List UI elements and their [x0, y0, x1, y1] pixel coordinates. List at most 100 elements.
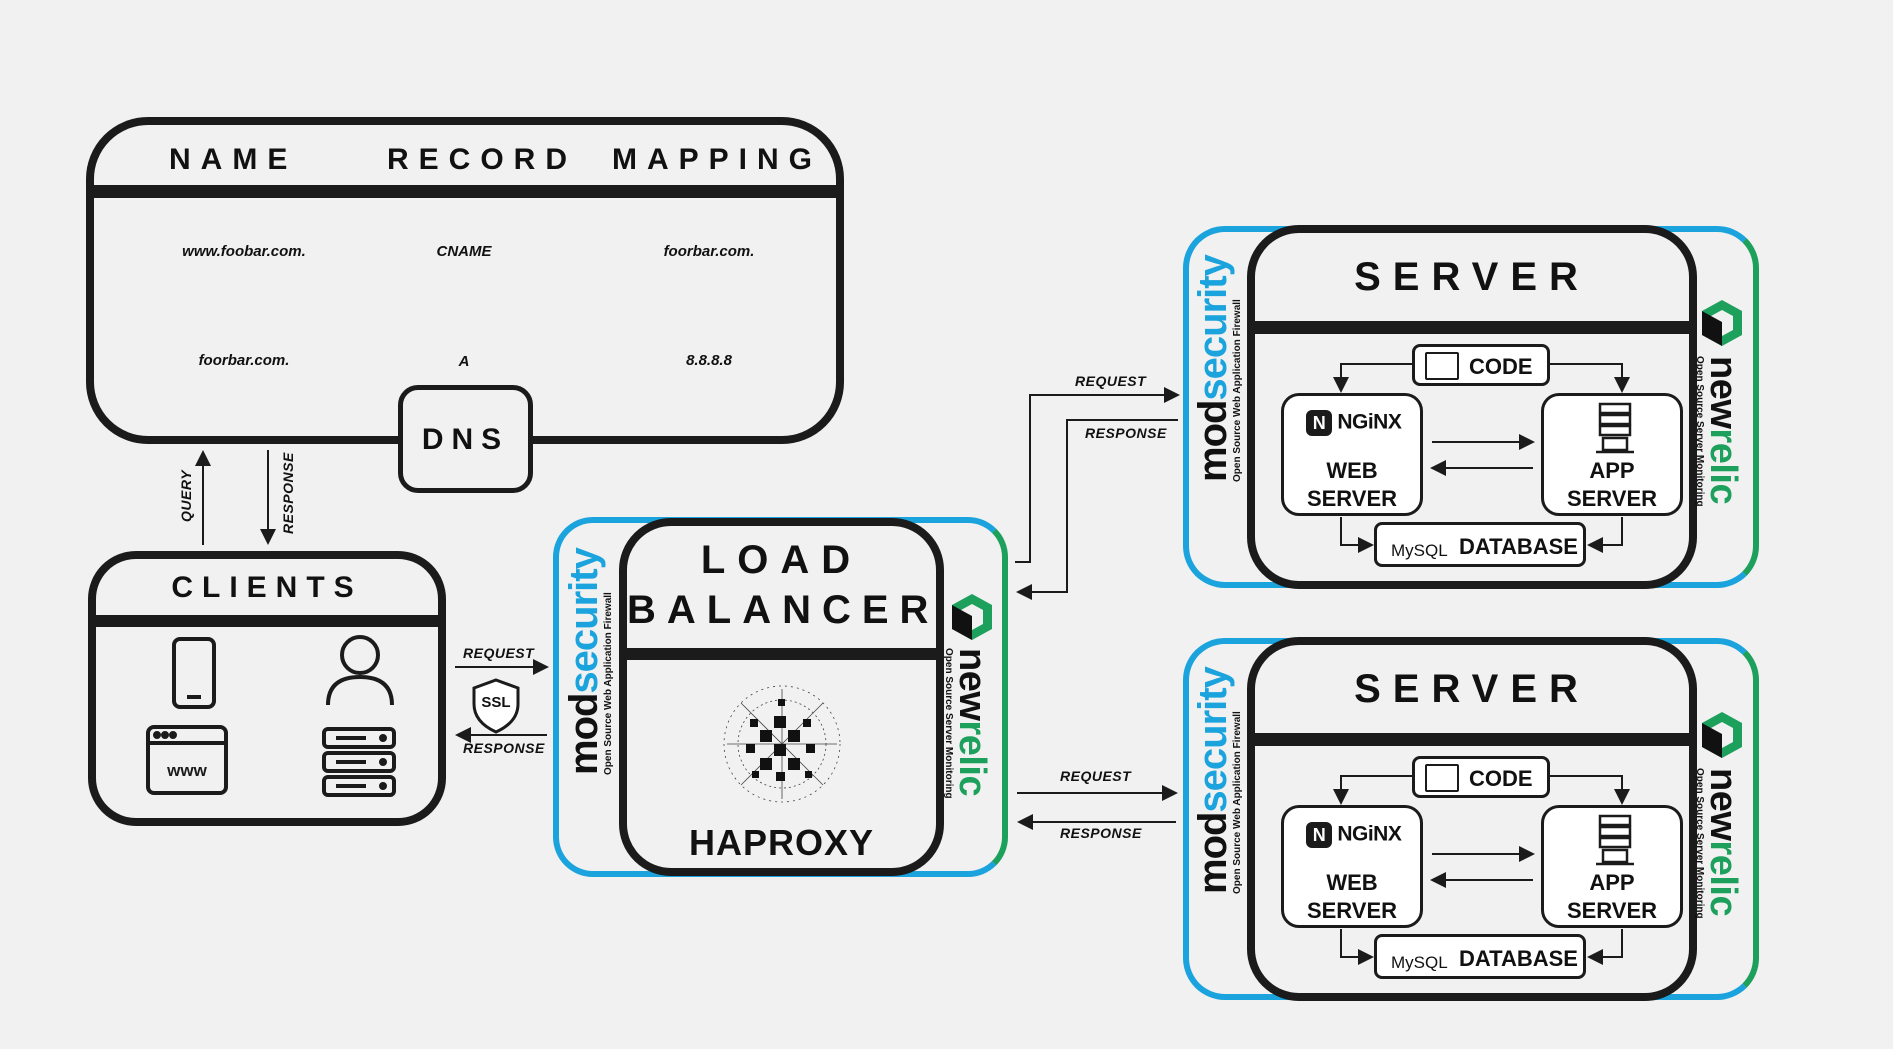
- lb-server2-response-label: RESPONSE: [1060, 825, 1142, 841]
- server1-web-line2: SERVER: [1306, 486, 1398, 511]
- dns-header-record: RECORD: [387, 143, 578, 176]
- server1-app-code-rack-icon: [1596, 402, 1634, 454]
- clients-icons: www: [146, 635, 396, 797]
- dns-response-label: RESPONSE: [280, 452, 296, 534]
- server2-newrelic-tagline: Open Source Server Monitoring: [1694, 768, 1705, 919]
- server1-newrelic-tagline: Open Source Server Monitoring: [1694, 356, 1705, 507]
- clients-title: CLIENTS: [171, 571, 363, 604]
- lb-newrelic-logo: newrelic Open Source Server Monitoring: [943, 648, 993, 799]
- server1-nginx-text: NGiNX: [1337, 410, 1402, 434]
- phone-icon: [172, 637, 216, 709]
- server-rack-icon: [322, 727, 396, 797]
- server1-nginx-logo: N NGiNX: [1306, 410, 1402, 436]
- www-browser-icon: www: [146, 725, 228, 795]
- haproxy-logo-icon: [723, 685, 841, 803]
- server1-code-label: CODE: [1469, 354, 1533, 379]
- server2-modsecurity-logo: modsecurity Open Source Web Application …: [1191, 667, 1243, 894]
- dns-header-mapping: MAPPING: [612, 143, 823, 176]
- server1-code-box: CODE: [1412, 344, 1550, 386]
- lb-server1-request-arrow: [1015, 387, 1180, 563]
- server1-code-icon: [1425, 352, 1459, 380]
- server1-database: MySQL DATABASE: [1374, 522, 1586, 567]
- dns-row1-name: www.foobar.com.: [182, 243, 306, 260]
- svg-text:www: www: [166, 761, 207, 780]
- server2-newrelic-new: new: [1702, 768, 1744, 841]
- lb-modsecurity-logo: modsecurity Open Source Web Application …: [562, 548, 614, 775]
- lb-newrelic-relic: relic: [951, 720, 993, 797]
- server2-code-icon: [1425, 764, 1459, 792]
- server2-panel: SERVER CODE N NGiNX WEB SERVER APP SERVE…: [1247, 637, 1697, 1001]
- server1-modsecurity-mod: mod: [1191, 400, 1235, 482]
- user-icon: [326, 635, 394, 706]
- server1-newrelic-new: new: [1702, 356, 1744, 429]
- lb-title-line2: BALANCER: [627, 588, 940, 632]
- server2-web-line2: SERVER: [1306, 898, 1398, 923]
- server2-app-line1: APP: [1589, 870, 1635, 895]
- server2-code-box: CODE: [1412, 756, 1550, 798]
- dns-header-divider: [94, 185, 836, 198]
- dns-row2-name: foorbar.com.: [198, 352, 290, 369]
- dns-badge-label: DNS: [421, 423, 510, 456]
- server1-modsecurity-security: security: [1191, 255, 1235, 401]
- clients-divider: [96, 615, 438, 627]
- server2-modsecurity-security: security: [1191, 667, 1235, 813]
- dns-badge: DNS: [398, 385, 533, 493]
- dns-row2-mapping: 8.8.8.8: [686, 352, 732, 369]
- server2-nginx-text: NGiNX: [1337, 822, 1402, 846]
- lb-server1-request-label: REQUEST: [1075, 373, 1147, 389]
- server2-title: SERVER: [1354, 667, 1590, 711]
- lb-newrelic-logo-icon: [952, 594, 992, 640]
- server2-code-label: CODE: [1469, 766, 1533, 791]
- server2-web-line1: WEB: [1326, 870, 1378, 895]
- server1-newrelic-logo: newrelic Open Source Server Monitoring: [1694, 356, 1744, 507]
- server2-newrelic-logo-icon: [1702, 712, 1742, 758]
- lb-divider: [627, 648, 936, 660]
- nginx-hexagon-icon: N: [1306, 410, 1332, 436]
- clients-panel: CLIENTS www: [88, 551, 446, 826]
- lb-server1-response-arrow: [1016, 419, 1178, 600]
- ssl-label: SSL: [481, 694, 511, 711]
- nginx-hexagon-icon: N: [1306, 822, 1332, 848]
- lb-modsecurity-security: security: [562, 548, 606, 694]
- server2-modsecurity-mod: mod: [1191, 812, 1235, 894]
- server1-title: SERVER: [1354, 255, 1590, 299]
- dns-row1-record: CNAME: [436, 243, 492, 260]
- client-request-label: REQUEST: [463, 645, 535, 661]
- server2-web-server: N NGiNX WEB SERVER: [1281, 805, 1423, 928]
- ssl-shield-icon: [472, 678, 520, 734]
- server1-newrelic-logo-icon: [1702, 300, 1742, 346]
- client-response-label: RESPONSE: [463, 740, 545, 756]
- server1-web-server: N NGiNX WEB SERVER: [1281, 393, 1423, 516]
- lb-server1-response-label: RESPONSE: [1085, 425, 1167, 441]
- server2-mysql-logo: MySQL: [1391, 953, 1448, 972]
- lb-modsecurity-mod: mod: [562, 693, 606, 775]
- server1-mysql-logo: MySQL: [1391, 541, 1448, 560]
- dns-row1-mapping: foorbar.com.: [663, 243, 755, 260]
- lb-title-line1: LOAD: [700, 538, 863, 582]
- server1-internal-arrows: [1333, 363, 1630, 553]
- server1-divider: [1255, 321, 1689, 334]
- server1-app-server: APP SERVER: [1541, 393, 1683, 516]
- server1-panel: SERVER CODE N NGiNX WEB SERVER APP SERVE…: [1247, 225, 1697, 589]
- server2-divider: [1255, 733, 1689, 746]
- server2-newrelic-relic: relic: [1702, 840, 1744, 917]
- server1-app-line1: APP: [1589, 458, 1635, 483]
- server1-app-line2: SERVER: [1566, 486, 1658, 511]
- query-label: QUERY: [178, 469, 194, 522]
- lb-newrelic-new: new: [951, 648, 993, 721]
- server2-nginx-logo: N NGiNX: [1306, 822, 1402, 848]
- server2-app-code-rack-icon: [1596, 814, 1634, 866]
- server1-database-label: DATABASE: [1459, 534, 1578, 559]
- server2-newrelic-logo: newrelic Open Source Server Monitoring: [1694, 768, 1744, 919]
- server2-internal-arrows: [1333, 775, 1630, 965]
- haproxy-label: HAPROXY: [688, 822, 875, 863]
- dns-row2-record: A: [458, 353, 470, 370]
- server2-app-line2: SERVER: [1566, 898, 1658, 923]
- load-balancer-panel: LOAD BALANCER HAPROXY: [619, 518, 944, 876]
- dns-header-name: NAME: [169, 143, 298, 176]
- lb-newrelic-tagline: Open Source Server Monitoring: [943, 648, 954, 799]
- server1-modsecurity-logo: modsecurity Open Source Web Application …: [1191, 255, 1243, 482]
- dns-header: NAME RECORD MAPPING: [94, 143, 836, 183]
- server2-database: MySQL DATABASE: [1374, 934, 1586, 979]
